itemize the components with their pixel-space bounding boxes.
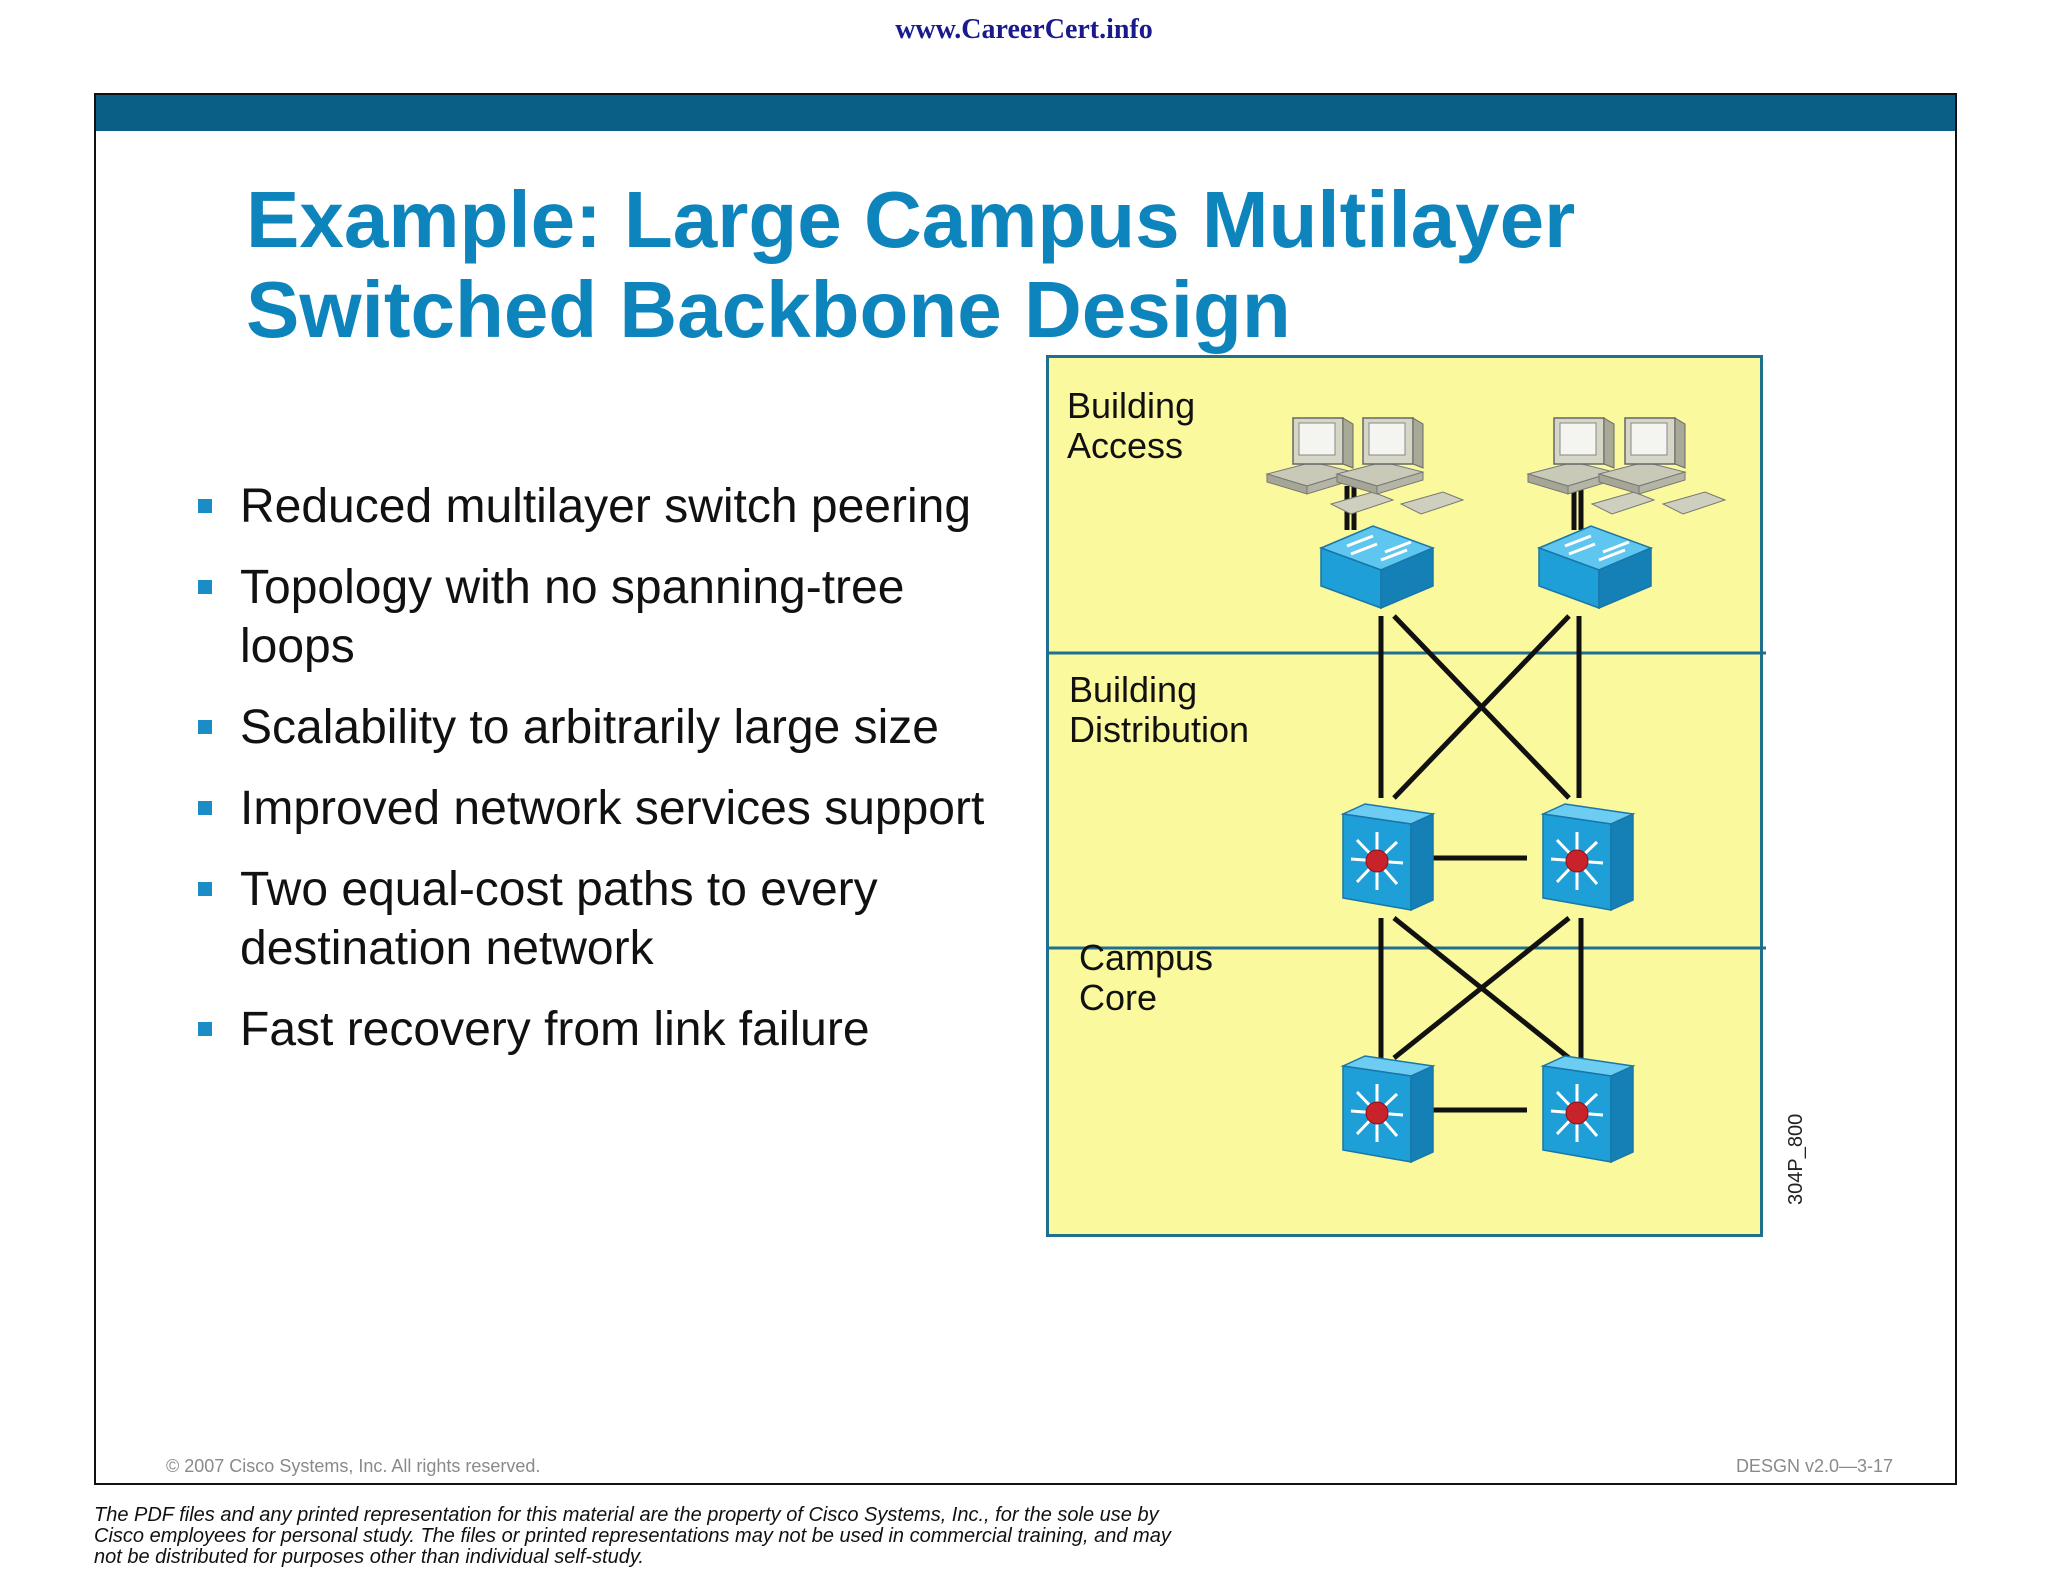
- zone-label-campus-core: Campus Core: [1079, 937, 1214, 1018]
- network-diagram: Building Access Building Distribution Ca…: [1046, 355, 1766, 1237]
- bullet-item: Topology with no spanning-tree loops: [196, 558, 996, 676]
- multilayer-switch-icon: [1341, 802, 1435, 912]
- bullet-square-icon: [198, 720, 212, 734]
- bullet-text: Reduced multilayer switch peering: [240, 480, 972, 533]
- diagram-graphics: [1049, 417, 1766, 1164]
- bullet-text: Improved network services support: [240, 782, 985, 835]
- bullet-item: Scalability to arbitrarily large size: [196, 698, 996, 757]
- slide-title: Example: Large Campus Multilayer Switche…: [246, 175, 1576, 354]
- site-url: www.CareerCert.info: [895, 14, 1153, 45]
- bullet-text: Fast recovery from link failure: [240, 1003, 870, 1056]
- zone-label-building-access: Building Access: [1067, 385, 1196, 466]
- bullet-text: Topology with no spanning-tree loops: [240, 561, 905, 673]
- bullet-square-icon: [198, 1022, 212, 1036]
- workgroup-switch-icon: [1319, 524, 1435, 610]
- disclaimer: The PDF files and any printed representa…: [94, 1504, 1171, 1568]
- bullet-text: Scalability to arbitrarily large size: [240, 701, 939, 754]
- bullet-item: Two equal-cost paths to every destinatio…: [196, 860, 996, 978]
- course-code: DESGN v2.0—3-17: [1735, 1456, 1893, 1476]
- workgroup-switch-icon: [1537, 524, 1653, 610]
- slide-header-bar: [96, 95, 1955, 131]
- zone-label-building-distribution: Building Distribution: [1069, 669, 1250, 750]
- multilayer-switch-icon: [1341, 1054, 1435, 1164]
- bullet-square-icon: [198, 580, 212, 594]
- bullet-square-icon: [198, 499, 212, 513]
- network-links: [1344, 486, 1584, 1113]
- bullet-text: Two equal-cost paths to every destinatio…: [240, 863, 878, 975]
- bullet-square-icon: [198, 801, 212, 815]
- figure-id: 304P_800: [1785, 1113, 1807, 1205]
- multilayer-switch-icon: [1541, 1054, 1635, 1164]
- bullet-item: Reduced multilayer switch peering: [196, 477, 996, 536]
- bullet-list: Reduced multilayer switch peering Topolo…: [196, 477, 996, 1081]
- bullet-square-icon: [198, 882, 212, 896]
- bullet-item: Fast recovery from link failure: [196, 1000, 996, 1059]
- bullet-item: Improved network services support: [196, 779, 996, 838]
- multilayer-switch-icon: [1541, 802, 1635, 912]
- copyright: © 2007 Cisco Systems, Inc. All rights re…: [166, 1456, 541, 1476]
